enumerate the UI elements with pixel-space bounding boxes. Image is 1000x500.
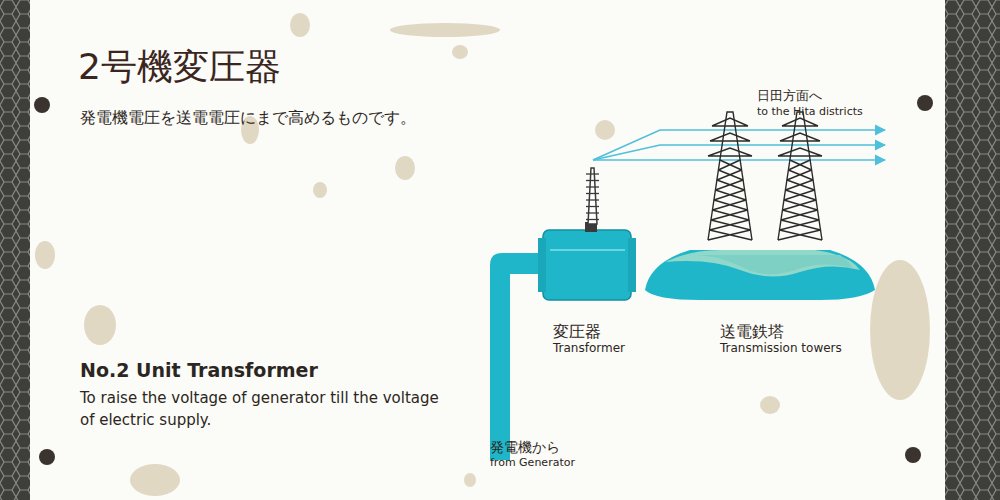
- transformer-node: 変圧器Transformer: [540, 226, 638, 302]
- sign-title: 2号機変圧器: [78, 44, 281, 91]
- direction-label: 日田方面へ: [757, 88, 822, 105]
- bolts: [34, 95, 933, 465]
- description-jp: 発電機電圧を送電電圧にまで高めるものです。: [80, 106, 430, 129]
- direction-label-en: to the Hita districts: [757, 105, 863, 119]
- part-name-en: Transformer: [553, 341, 625, 357]
- tower-node: 送電鉄塔Transmission towers: [645, 248, 877, 302]
- description-en: To raise the voltage of generator till t…: [80, 388, 450, 432]
- part-name: 送電鉄塔: [720, 322, 784, 343]
- part-name: 変圧器: [553, 322, 601, 343]
- stains: [35, 13, 930, 496]
- source-label-en: from Generator: [490, 456, 575, 470]
- source-label: 発電機から: [490, 438, 560, 456]
- sign-panel: [30, 0, 945, 500]
- transformer-symbol: [538, 168, 636, 300]
- power-lines: [593, 130, 885, 160]
- lattice-towers: [708, 112, 822, 240]
- hill: [645, 250, 875, 300]
- heading-en: No.2 Unit Transformer: [80, 358, 318, 383]
- part-name-en: Transmission towers: [720, 341, 842, 357]
- generator-pipe: [490, 253, 545, 460]
